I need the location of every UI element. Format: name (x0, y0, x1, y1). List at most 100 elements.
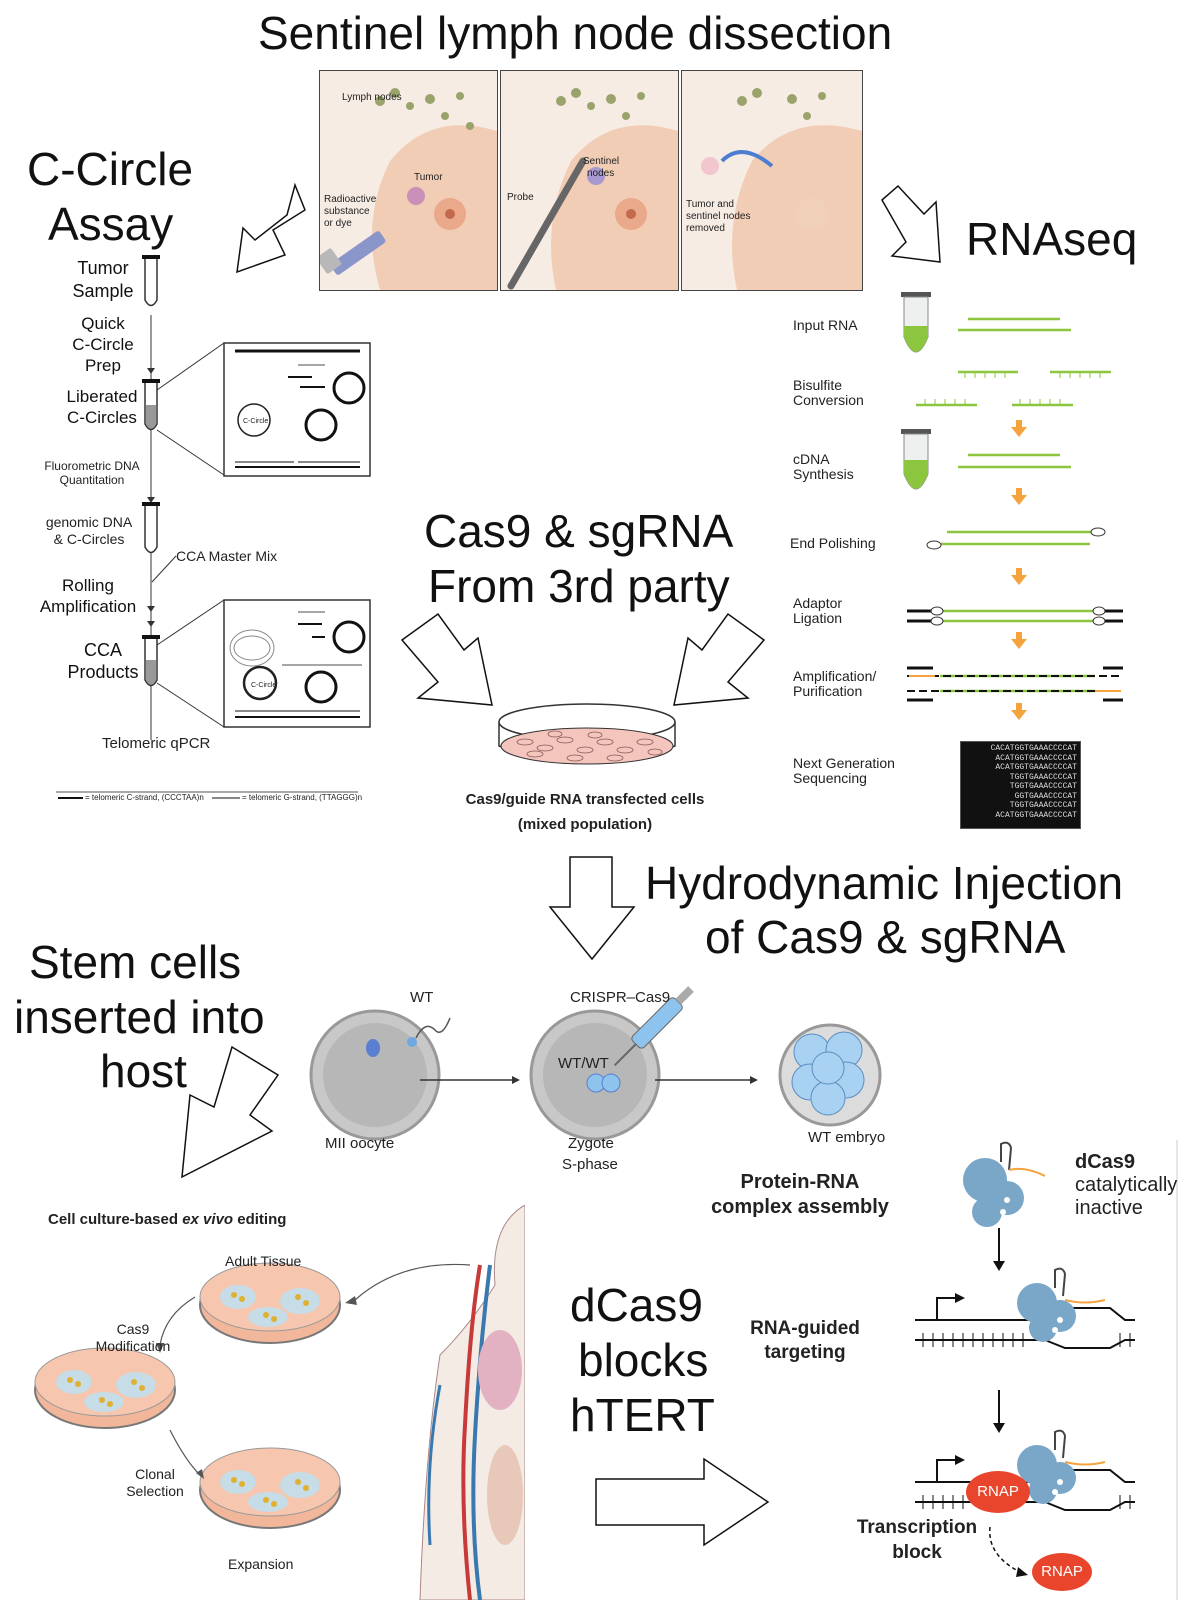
read-line: ACATGGTGAAACCCCAT (995, 763, 1077, 772)
read-line: TGGTGAAACCCCAT (1009, 801, 1077, 810)
expansion-label: Expansion (228, 1556, 294, 1572)
dish-expansion (199, 1447, 341, 1529)
arrow-down-icon (548, 856, 636, 961)
prep-label-2: C-Circle (72, 335, 134, 354)
block-label-1: Transcription (856, 1517, 978, 1538)
exvivo-title-suffix: editing (233, 1211, 287, 1228)
stem-title-2: inserted into (14, 991, 265, 1043)
wt-embryo-label: WT embryo (808, 1129, 886, 1146)
genomic-label-1: genomic DNA (45, 514, 133, 530)
products-label-2: Products (67, 662, 139, 682)
bisulfite-label-1: Bisulfite (793, 377, 843, 393)
adaptor-label-2: Ligation (793, 610, 843, 626)
sentinel-title: Sentinel lymph node dissection (258, 7, 893, 59)
removed-label-1: Tumor and (686, 199, 734, 210)
ngs-label-2: Sequencing (793, 770, 867, 786)
tumor-label: Tumor (414, 172, 443, 183)
read-line: CACATGGTGAAACCCCAT (990, 744, 1077, 753)
rnaseq-tubes (901, 292, 931, 490)
radioactive-label-1: Radioactive (324, 194, 377, 205)
embryo-strip (309, 986, 882, 1141)
dcas9-mechanism (915, 1140, 1178, 1600)
targeting-label-1: RNA-guided (750, 1318, 860, 1339)
ngs-label-1: Next Generation (793, 755, 895, 771)
input-rna-label: Input RNA (793, 317, 858, 333)
read-line: TGGTGAAACCCCAT (1009, 772, 1077, 782)
read-line: ACATGGTGAAACCCCAT (995, 810, 1077, 820)
hydro-title-2: of Cas9 & sgRNA (705, 911, 1066, 963)
legend-c-strand: = telomeric C-strand, (CCCTAA)n (85, 793, 204, 802)
removed-label-2: sentinel nodes (686, 211, 751, 222)
removed-label-3: removed (686, 223, 725, 234)
zygote-label-1: Zygote (568, 1135, 614, 1152)
injection-illustration (320, 88, 497, 290)
lymph-nodes-label: Lymph nodes (342, 92, 402, 103)
inactive-label: inactive (1075, 1197, 1143, 1219)
stem-title-3: host (100, 1045, 187, 1097)
cdna-label-2: Synthesis (793, 466, 854, 482)
amp-label-1: Amplification/ (793, 668, 877, 684)
sentinel-panel-removed: Tumor and sentinel nodes removed (681, 70, 863, 291)
sequencer-readout: CACATGGTGAAACCCCAT ACATGGTGAAACCCCAT ACA… (960, 741, 1081, 829)
dish-adult-tissue (199, 1262, 341, 1344)
arrow-to-exvivo-icon (181, 1045, 280, 1179)
adult-tissue-label: Adult Tissue (225, 1253, 302, 1269)
arrow-left-to-dish-icon (400, 612, 493, 706)
tumor-sample-label-1: Tumor (77, 258, 129, 278)
bisulfite-label-2: Conversion (793, 392, 864, 408)
ccircle-tag-2: C-Circle (251, 682, 277, 689)
radioactive-label-2: substance (324, 206, 370, 217)
exvivo-title: Cell culture-based ex vivo editing (48, 1212, 286, 1227)
prep-label-3: Prep (85, 356, 121, 375)
dcas-title-1: dCas9 (570, 1279, 703, 1331)
cas9-title-1: Cas9 & sgRNA (424, 505, 734, 557)
exvivo-illustration (34, 1205, 525, 1600)
crispr-label: CRISPR–Cas9 (570, 989, 671, 1006)
assembly-label-1: Protein-RNA (740, 1171, 860, 1193)
orange-arrows (1011, 420, 1027, 720)
catalytically-label: catalytically (1075, 1174, 1178, 1196)
removal-illustration (701, 88, 862, 290)
cas9-title-2: From 3rd party (428, 560, 730, 612)
sentinel-panel-injection: Lymph nodes Tumor Radioactive substance … (319, 70, 498, 291)
probe-illustration (507, 88, 678, 290)
qpcr-label: Telomeric qPCR (102, 735, 211, 752)
wtwt-label: WT/WT (558, 1055, 609, 1072)
block-label-2: block (892, 1542, 942, 1563)
modification-label-1: Cas9 (116, 1321, 150, 1337)
amp-label-2: Purification (793, 683, 863, 699)
read-line: ACATGGTGAAACCCCAT (995, 753, 1077, 763)
ccircle-title-1: C-Circle (27, 143, 194, 195)
read-line: TGGTGAAACCCCAT (1009, 782, 1077, 791)
transfected-label-2: (mixed population) (517, 816, 653, 833)
rnap-label: RNAP (977, 1483, 1019, 1500)
arrow-right-to-dish-icon (673, 612, 766, 706)
exvivo-title-prefix: Cell culture-based (48, 1211, 183, 1228)
hydro-title-1: Hydrodynamic Injection (645, 857, 1124, 909)
fluoro-label-2: Quantitation (59, 473, 125, 487)
exvivo-title-italic: ex vivo (182, 1211, 234, 1228)
ccircle-tag: C-Circle (243, 418, 269, 425)
rnaseq-flow (901, 292, 1123, 720)
arrow-right-icon (595, 1457, 770, 1547)
transfected-label-1: Cas9/guide RNA transfected cells (465, 791, 705, 808)
modification-label-2: Modification (95, 1338, 171, 1354)
arrow-to-ccircle-icon (236, 182, 306, 274)
prep-label-1: Quick (81, 314, 125, 333)
dish-modification (34, 1347, 176, 1429)
ccircle-title-2: Assay (48, 198, 174, 250)
liberated-label-2: C-Circles (67, 408, 137, 427)
stem-title-1: Stem cells (29, 936, 242, 988)
rnaseq-title: RNAseq (966, 213, 1138, 265)
radioactive-label-3: or dye (324, 218, 352, 229)
sentinel-nodes-label-1: Sentinel (583, 156, 620, 167)
clonal-label-1: Clonal (135, 1466, 175, 1482)
cdna-label-1: cDNA (793, 451, 830, 467)
rolling-label-2: Amplification (39, 597, 137, 616)
dcas-title-2: blocks (578, 1334, 709, 1386)
petri-dish-icon (498, 703, 676, 765)
end-polishing-label: End Polishing (790, 535, 876, 551)
sentinel-nodes-label-2: nodes (587, 168, 615, 179)
probe-label: Probe (507, 192, 534, 203)
dcas-title-3: hTERT (570, 1389, 715, 1441)
